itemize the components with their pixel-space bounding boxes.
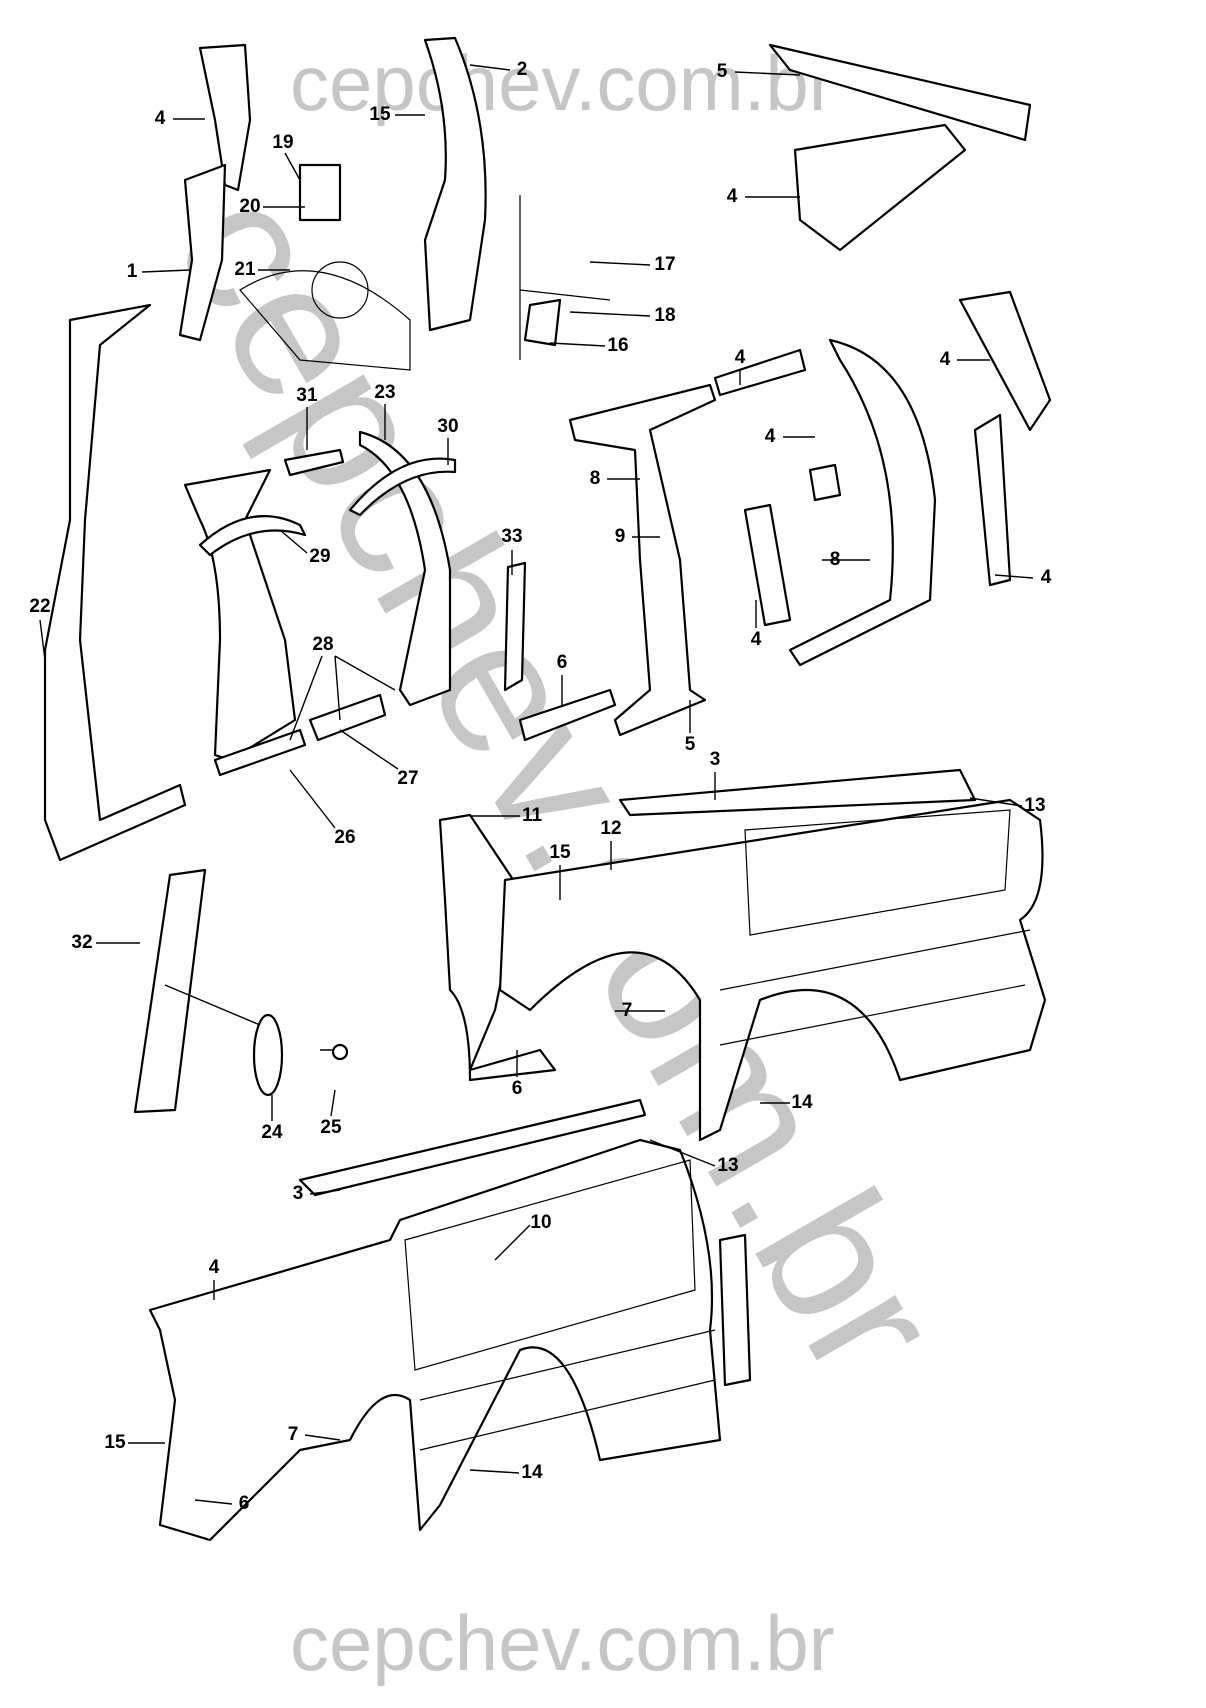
callout: 25 xyxy=(320,1117,342,1138)
callout: 20 xyxy=(239,196,260,217)
callout: 27 xyxy=(397,768,418,789)
callout: 23 xyxy=(374,382,395,403)
callout: 33 xyxy=(501,526,522,547)
part-floor-detail xyxy=(239,163,411,371)
callout: 15 xyxy=(369,104,391,125)
callout: 13 xyxy=(1024,795,1045,816)
callout: 17 xyxy=(654,254,675,275)
callout: 15 xyxy=(104,1432,126,1453)
callout: 4 xyxy=(940,349,951,370)
part-pillar-22 xyxy=(43,303,187,862)
callout: 4 xyxy=(155,108,166,129)
callout: 3 xyxy=(293,1183,304,1204)
leader-lines xyxy=(39,64,1034,1505)
callout: 9 xyxy=(615,526,626,547)
callout: 6 xyxy=(512,1078,523,1099)
callout: 4 xyxy=(209,1257,220,1278)
callout: 4 xyxy=(751,629,762,650)
callout: 5 xyxy=(717,61,728,82)
callout: 18 xyxy=(654,305,675,326)
callout: 7 xyxy=(622,1000,633,1021)
callout: 7 xyxy=(288,1424,299,1445)
callout: 14 xyxy=(521,1462,543,1483)
callout: 16 xyxy=(607,335,628,356)
callout: 29 xyxy=(309,546,330,567)
callout-labels: 4 2 15 5 19 20 4 1 21 17 18 16 4 4 31 23… xyxy=(29,59,1051,1514)
callout: 26 xyxy=(334,827,355,848)
callout: 19 xyxy=(272,132,293,153)
part-quarter-panel-lower xyxy=(148,1098,752,1542)
callout: 4 xyxy=(765,426,776,447)
callout: 4 xyxy=(1041,567,1052,588)
callout: 30 xyxy=(437,416,458,437)
callout: 15 xyxy=(549,842,571,863)
callout: 3 xyxy=(710,749,721,770)
watermark-top: cepchev.com.br xyxy=(290,39,835,127)
callout: 32 xyxy=(71,932,92,953)
part-door-detail xyxy=(519,195,611,360)
part-pillar-32 xyxy=(133,868,349,1114)
part-roof-rail-5 xyxy=(768,43,1032,252)
callout: 21 xyxy=(234,259,256,280)
callout: 4 xyxy=(727,186,738,207)
callout: 11 xyxy=(522,805,543,826)
callout: 12 xyxy=(600,818,621,839)
callout: 4 xyxy=(735,347,746,368)
callout: 2 xyxy=(517,59,528,80)
callout: 5 xyxy=(685,734,696,755)
callout: 22 xyxy=(29,596,50,617)
callout: 24 xyxy=(261,1122,283,1143)
callout: 13 xyxy=(717,1155,738,1176)
callout: 31 xyxy=(296,385,318,406)
callout: 8 xyxy=(830,549,841,570)
callout: 10 xyxy=(530,1212,551,1233)
part-quarter-panel-upper xyxy=(438,768,1047,1142)
part-pillar-23 xyxy=(183,430,457,777)
callout: 8 xyxy=(590,468,601,489)
callout: 6 xyxy=(239,1493,250,1514)
watermark-bottom: cepchev.com.br xyxy=(290,1599,835,1687)
part-pillar-2 xyxy=(423,36,487,332)
part-pillar-upper-left xyxy=(178,43,252,342)
callout: 28 xyxy=(312,634,333,655)
callout: 14 xyxy=(791,1092,813,1113)
callout: 1 xyxy=(127,261,138,282)
callout: 6 xyxy=(557,652,568,673)
part-pillar-8-9 xyxy=(518,290,1052,742)
part-33 xyxy=(503,561,527,692)
